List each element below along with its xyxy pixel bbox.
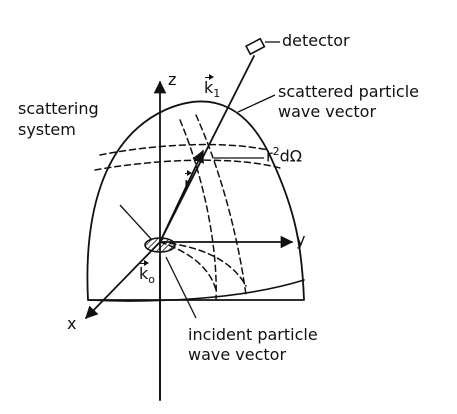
label-axis-x: x <box>67 314 77 333</box>
label-scattered-line1: scattered particle <box>278 82 419 101</box>
detector-box <box>244 37 266 56</box>
scattered-vector-line <box>159 55 255 243</box>
label-vector-k0: ko <box>139 260 155 287</box>
label-axis-z: z <box>168 70 177 89</box>
dashed-meridian-left <box>179 119 217 301</box>
label-scattering-line2: system <box>18 120 76 139</box>
label-area-element: r2dΩ <box>266 145 302 166</box>
label-detector: detector <box>282 31 350 50</box>
label-scattered-line2: wave vector <box>278 102 377 121</box>
label-incident-line2: wave vector <box>188 345 287 364</box>
label-vector-r: r <box>184 170 192 193</box>
dashed-latitude-lower <box>94 159 281 171</box>
dome-outline <box>86 100 305 301</box>
x-axis-line <box>85 241 161 319</box>
dashed-meridian-right <box>195 114 247 296</box>
label-scattering-line1: scattering <box>18 99 99 118</box>
scattering-system-ellipse <box>144 237 176 253</box>
dashed-latitude-upper <box>99 143 269 156</box>
label-axis-y: y <box>296 230 306 249</box>
leader-scattering-system <box>119 204 153 241</box>
dome-base-edge <box>87 279 305 302</box>
leader-incident <box>165 256 197 319</box>
label-incident-line1: incident particle <box>188 325 318 344</box>
label-vector-k1: k1 <box>204 74 221 101</box>
r-vector-line <box>159 149 204 243</box>
dashed-guide-lower-1 <box>159 241 217 291</box>
leader-scattered <box>237 94 276 113</box>
